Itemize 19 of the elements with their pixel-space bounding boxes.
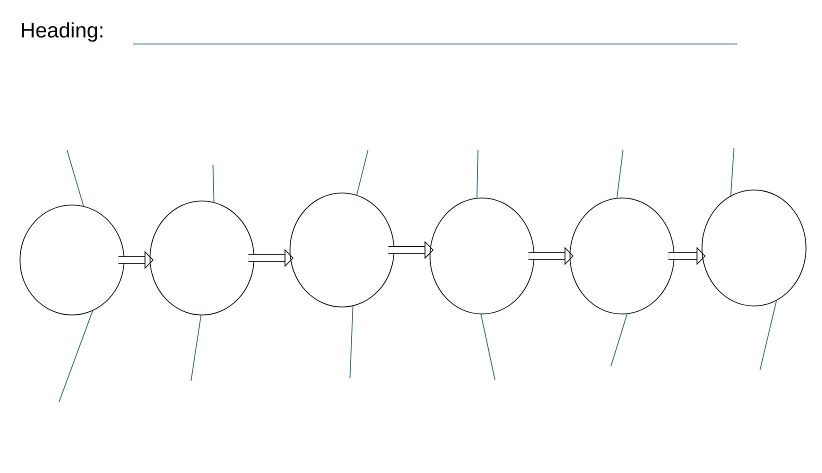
fill-in-line [190,314,202,382]
fill-in-line [356,150,368,196]
fill-in-line [350,306,354,378]
circle [20,204,124,316]
fill-in-line [730,148,734,196]
fill-in-line [66,150,84,206]
circle [570,198,674,314]
fill-in-line [760,300,777,370]
fill-in-line [212,164,214,202]
fill-in-line [616,150,624,198]
circle [430,198,534,314]
circle [290,192,394,308]
circle [702,190,806,306]
heading: Heading: [22,22,102,42]
fill-in-line [610,314,628,366]
fill-in-line [476,150,478,198]
circle [150,200,254,316]
fill-in-line [58,310,93,402]
fill-in-line [480,314,496,380]
